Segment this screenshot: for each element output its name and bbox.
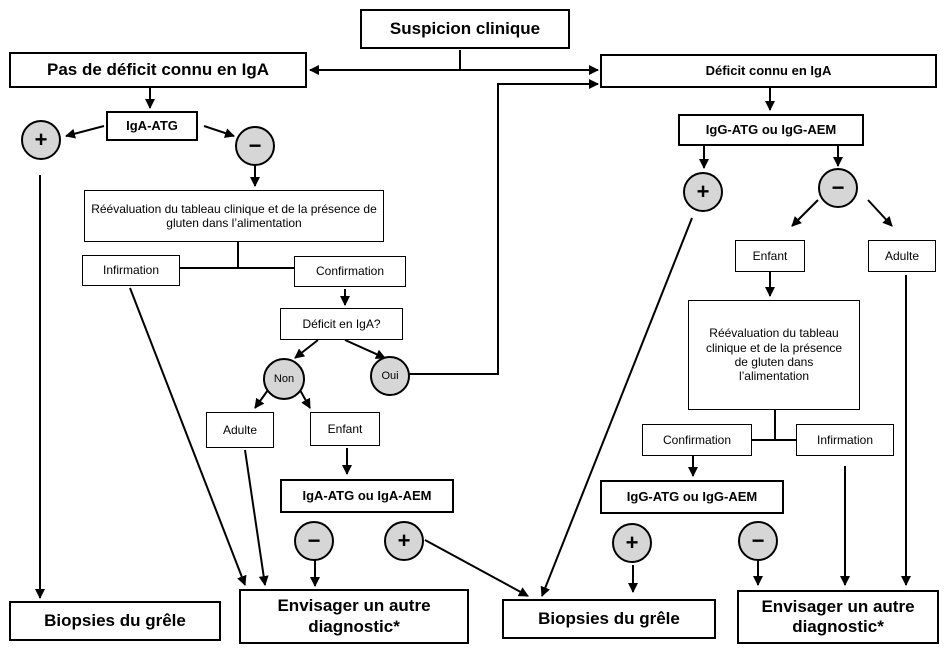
enfant-left-box: Enfant xyxy=(310,412,380,446)
connector-infirmation-to-diagnostic xyxy=(129,287,247,586)
connector-non-to-adulte xyxy=(254,389,269,409)
adulte-right-box: Adulte xyxy=(868,240,936,272)
infirmation-left-box: Infirmation xyxy=(82,255,180,286)
reeval-right-box: Réévaluation du tableau clinique et de l… xyxy=(688,300,860,410)
left-header-box: Pas de déficit connu en IgA xyxy=(9,52,307,88)
autre-diagnostic-right-box: Envisager un autre diagnostic* xyxy=(737,590,939,644)
deficit-question-box: Déficit en IgA? xyxy=(280,308,403,340)
oui-circle: Oui xyxy=(370,356,410,396)
enfant-right-box: Enfant xyxy=(735,240,805,272)
suspicion-box: Suspicion clinique xyxy=(360,9,570,49)
minus-circle: − xyxy=(235,126,275,166)
connector-plus-to-biopsies-right xyxy=(540,217,693,597)
plus-circle-right: + xyxy=(683,172,723,212)
connector-suspicion-split xyxy=(309,50,461,75)
reeval-left-box: Réévaluation du tableau clinique et de l… xyxy=(84,190,384,242)
connector-reeval-fork xyxy=(180,242,294,269)
iga-atg-aem-box: IgA-ATG ou IgA-AEM xyxy=(280,479,454,513)
autre-diagnostic-left-box: Envisager un autre diagnostic* xyxy=(239,589,469,644)
infirmation-right-box: Infirmation xyxy=(796,424,894,456)
minus-circle-2: − xyxy=(294,521,334,561)
biopsies-right-box: Biopsies du grêle xyxy=(502,599,716,639)
connector-non-to-enfant xyxy=(299,389,311,409)
connector-iga-atg-to-minus xyxy=(203,125,235,138)
iga-atg-box: IgA-ATG xyxy=(106,111,198,141)
plus-circle-2: + xyxy=(384,521,424,561)
connector-question-to-non xyxy=(294,339,319,359)
connector-iga-atg-to-plus xyxy=(65,125,105,139)
minus-circle-right: − xyxy=(818,168,858,208)
confirmation-left-box: Confirmation xyxy=(294,256,406,287)
connector-oui-to-right-header xyxy=(408,79,599,375)
connector-minus-to-adulte xyxy=(867,199,893,227)
connector-adulte-to-diagnostic xyxy=(244,449,269,586)
non-circle: Non xyxy=(263,358,305,400)
igg-atg-aem-top-box: IgG-ATG ou IgG-AEM xyxy=(678,114,864,146)
connector-question-to-oui xyxy=(344,339,386,359)
connector-minus-to-enfant xyxy=(791,199,819,227)
connector-plus2-to-biopsies xyxy=(424,539,529,597)
confirmation-right-box: Confirmation xyxy=(642,424,752,456)
biopsies-left-box: Biopsies du grêle xyxy=(9,601,221,641)
connector-reeval-right-fork xyxy=(748,410,798,441)
adulte-left-box: Adulte xyxy=(206,412,274,448)
plus-circle-3: + xyxy=(612,523,652,563)
plus-circle: + xyxy=(21,120,61,160)
igg-atg-aem-bottom-box: IgG-ATG ou IgG-AEM xyxy=(600,480,784,514)
right-header-box: Déficit connu en IgA xyxy=(600,54,937,88)
minus-circle-3: − xyxy=(738,521,778,561)
